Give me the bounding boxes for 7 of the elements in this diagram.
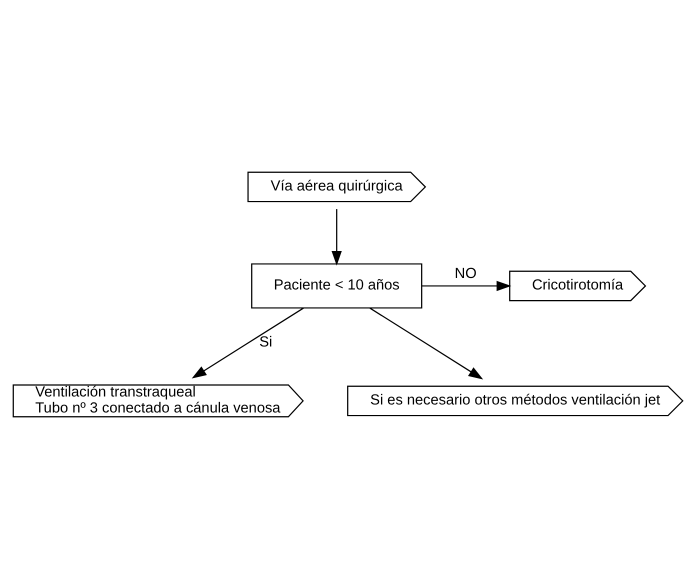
edge-label: Si: [259, 334, 272, 350]
arrow: [422, 280, 512, 291]
arrow: [332, 208, 342, 266]
edge-label: NO: [454, 266, 477, 282]
node-box: Paciente < 10 años: [251, 262, 422, 308]
arrow: [370, 307, 484, 379]
arrow: [192, 307, 304, 378]
